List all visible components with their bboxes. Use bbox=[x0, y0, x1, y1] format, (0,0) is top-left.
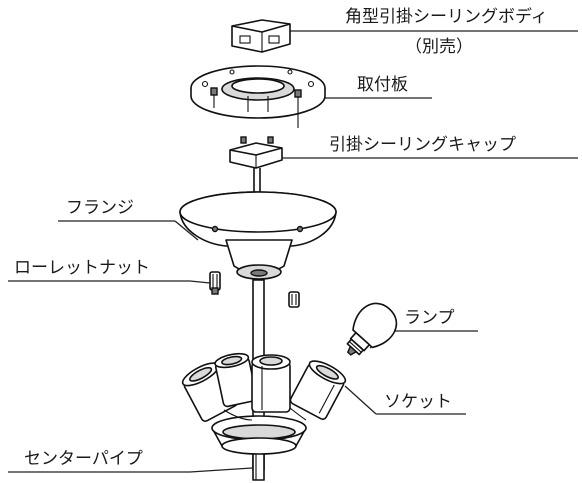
lamp-bulb bbox=[346, 302, 398, 356]
label-ceiling-cap: 引掛シーリングキャップ bbox=[329, 135, 516, 155]
knurled-nut-left bbox=[209, 271, 221, 295]
label-flange: フランジ bbox=[66, 198, 134, 218]
label-knurled-nut: ローレットナット bbox=[14, 258, 150, 278]
leader-lines bbox=[8, 30, 578, 473]
ceiling-cap bbox=[229, 136, 283, 169]
label-ceiling-body: 角型引掛シーリングボディ bbox=[345, 7, 548, 27]
label-socket: ソケット bbox=[384, 392, 452, 412]
flange bbox=[179, 191, 337, 280]
label-lamp: ランプ bbox=[404, 308, 455, 328]
ceiling-body bbox=[231, 19, 291, 53]
label-sold-separately: （別売） bbox=[405, 37, 473, 57]
knurled-nut-right bbox=[288, 291, 300, 308]
label-center-pipe: センターパイプ bbox=[24, 449, 143, 469]
label-mounting-plate: 取付板 bbox=[357, 75, 408, 95]
mounting-plate bbox=[190, 65, 326, 128]
socket-cluster bbox=[181, 352, 347, 455]
